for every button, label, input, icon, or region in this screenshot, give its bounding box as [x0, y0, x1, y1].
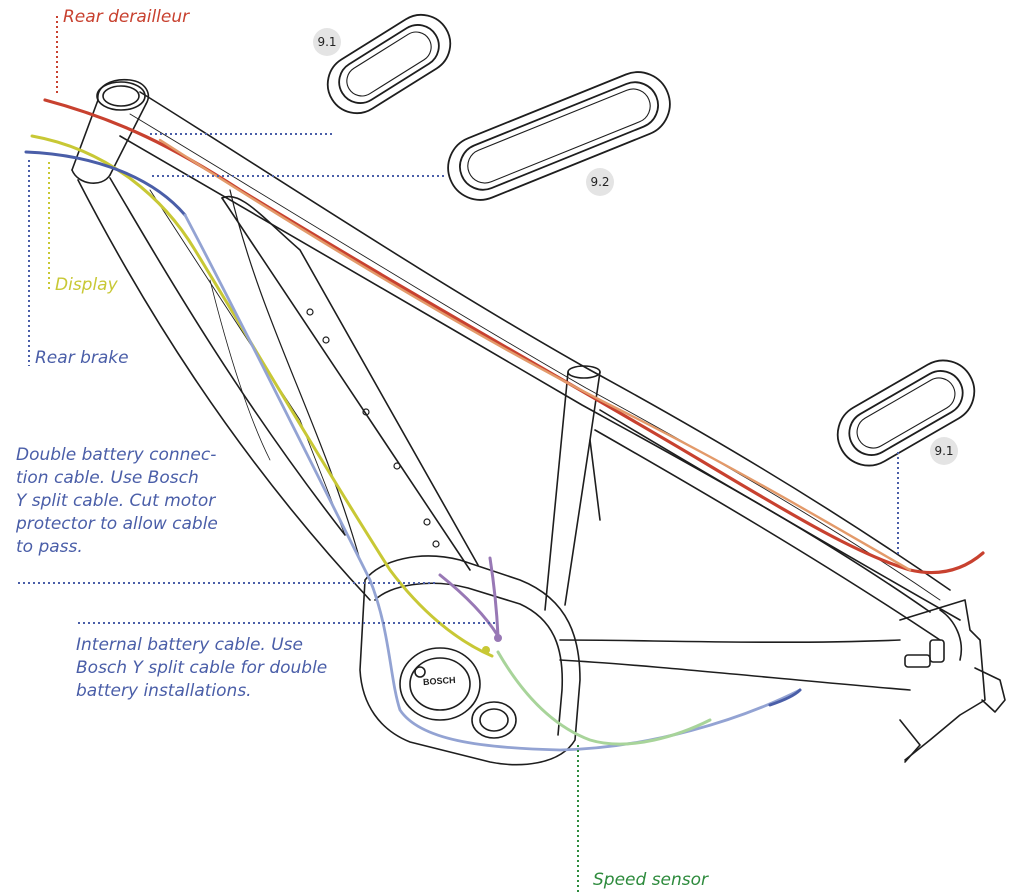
cable-rear-brake-end [768, 688, 802, 707]
cable-rear-brake [24, 150, 187, 217]
motor-cover [399, 647, 481, 721]
rear-triangle [559, 409, 1006, 763]
grommet-top [326, 13, 452, 115]
label-double-battery: Double battery connec- tion cable. Use B… [16, 445, 218, 557]
cable-speed-sensor [496, 650, 712, 746]
leader-lines [18, 16, 899, 893]
label-rear-brake: Rear brake [35, 348, 129, 368]
bike-frame [71, 78, 1006, 766]
down-tube [77, 177, 479, 601]
label-rear-derailleur: Rear derailleur [63, 7, 190, 27]
part-badge-grommet-rear: 9.1 [930, 437, 958, 465]
display-connector-dot [482, 646, 490, 654]
cable-battery-double-b [488, 556, 500, 638]
down-tube-holes [306, 308, 440, 548]
seat-tube [544, 365, 601, 611]
battery-connector-dot [494, 634, 502, 642]
label-display: Display [55, 275, 118, 295]
part-badge-grommet-top: 9.1 [313, 28, 341, 56]
cables [24, 98, 985, 752]
cable-battery-double-a [438, 573, 500, 638]
cable-display [30, 134, 494, 658]
cable-derailleur-housing [158, 138, 912, 572]
part-badge-grommet-large: 9.2 [586, 168, 614, 196]
grommet-rear [836, 359, 976, 467]
chainring-mount [471, 701, 517, 739]
label-internal-battery: Internal battery cable. Use Bosch Y spli… [76, 635, 328, 701]
label-speed-sensor: Speed sensor [593, 870, 709, 890]
grommet-large [447, 71, 671, 201]
motor-housing [359, 555, 581, 766]
